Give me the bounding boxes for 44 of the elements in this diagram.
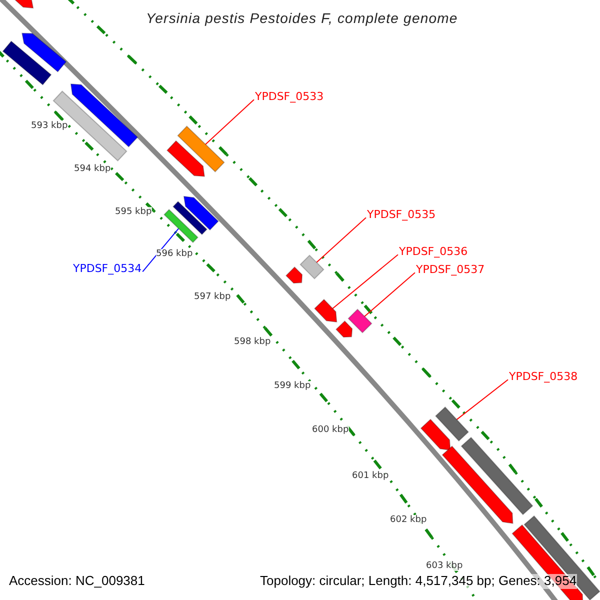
gene-feature: [420, 418, 451, 451]
scale-label: 603 kbp: [426, 561, 463, 572]
leader-line: [364, 272, 416, 317]
scale-label: 600 kbp: [312, 425, 349, 436]
gene-feature: [2, 40, 52, 86]
leader-line: [205, 99, 254, 145]
gene-feature: [335, 320, 353, 338]
gene-label: YPDSF_0534: [73, 263, 142, 276]
gene-feature: [460, 436, 534, 516]
gene-label: YPDSF_0536: [399, 246, 468, 259]
gene-feature: [285, 266, 303, 284]
gene-feature: [166, 140, 206, 177]
leader-line: [142, 228, 180, 272]
gene-feature: [434, 406, 470, 442]
gene-feature: [300, 254, 324, 280]
scale-label: 593 kbp: [31, 121, 68, 132]
gene-label: YPDSF_0538: [509, 371, 578, 384]
gene-feature: [21, 32, 67, 72]
scale-label: 594 kbp: [74, 164, 111, 174]
gene-feature: [348, 308, 372, 334]
info-text: Topology: circular; Length: 4,517,345 bp; Genes: 3,954: [260, 574, 577, 589]
scale-label: 602 kbp: [390, 515, 427, 526]
title: Yersinia pestis Pestoides F, complete genome: [146, 10, 458, 26]
gene-label: YPDSF_0537: [416, 264, 485, 277]
gene-label: YPDSF_0535: [367, 209, 436, 222]
leader-line: [456, 379, 508, 420]
scale-label: 599 kbp: [274, 381, 311, 392]
gene-feature: [172, 200, 208, 236]
gene-feature: [70, 83, 138, 148]
gene-feature: [177, 126, 225, 172]
gene-feature: [314, 298, 338, 323]
gene-feature: [52, 90, 128, 162]
scale-label: 597 kbp: [194, 292, 231, 302]
gene-feature: [163, 208, 199, 244]
gene-label: YPDSF_0533: [255, 91, 324, 104]
leader-line: [316, 217, 366, 263]
scale-label: 595 kbp: [115, 207, 152, 218]
scale-label: 601 kbp: [352, 471, 389, 482]
gene-feature: [442, 446, 514, 524]
leader-line: [332, 254, 398, 309]
scale-label: 596 kbp: [156, 249, 193, 260]
info-text: Accession: NC_009381: [9, 574, 145, 589]
gene-feature: [183, 196, 219, 231]
scale-label: 598 kbp: [234, 337, 271, 348]
